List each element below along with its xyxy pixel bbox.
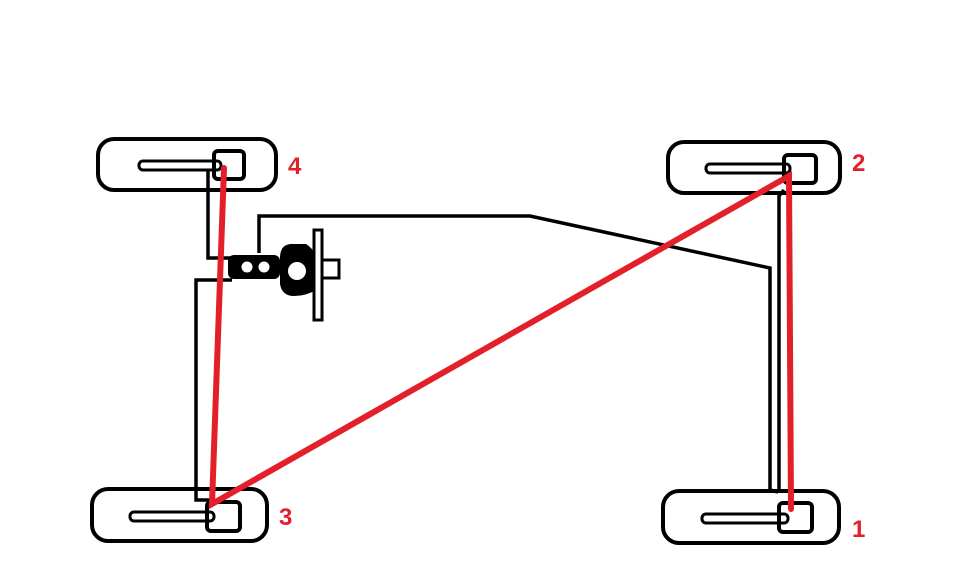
wheel-1 xyxy=(661,489,841,545)
bleeding-order-line xyxy=(208,165,794,512)
wheel-label-1: 1 xyxy=(852,516,865,543)
wheel-2 xyxy=(666,140,842,195)
wheel-label-3: 3 xyxy=(279,504,292,531)
master-cylinder xyxy=(228,228,341,322)
wheel-label-4: 4 xyxy=(288,153,302,180)
wheel-label-2: 2 xyxy=(852,150,865,177)
wheel-3 xyxy=(90,487,269,543)
wheel-4 xyxy=(96,137,278,192)
brake-line-routing xyxy=(194,170,786,502)
